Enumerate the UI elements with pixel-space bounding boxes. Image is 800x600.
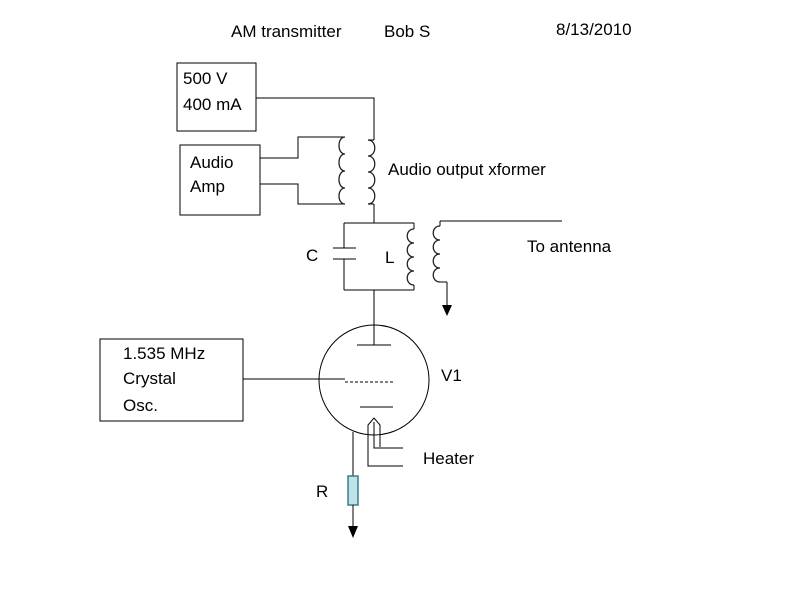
audio-amp-label-2: Amp xyxy=(190,177,225,196)
antenna-label: To antenna xyxy=(527,237,612,256)
resistor-label: R xyxy=(316,482,328,501)
xformer-primary-coil xyxy=(338,136,346,205)
tank-inductor xyxy=(406,223,415,290)
xformer-secondary-coil xyxy=(367,139,376,205)
audio-transformer xyxy=(338,136,376,205)
tube-heater-filament xyxy=(367,417,381,447)
oscillator-type: Crystal xyxy=(123,369,176,388)
tank-capacitor xyxy=(333,223,356,290)
oscillator-osc: Osc. xyxy=(123,396,158,415)
audio-amp-wire-bottom xyxy=(260,183,345,205)
inductor-label: L xyxy=(385,248,394,267)
supply-wire xyxy=(256,97,375,140)
audio-amp-label-1: Audio xyxy=(190,153,233,172)
tube-label: V1 xyxy=(441,366,462,385)
heater-lead-2 xyxy=(367,447,403,467)
author-label: Bob S xyxy=(384,22,430,41)
ground-arrow xyxy=(348,526,358,538)
diagram-title: AM transmitter xyxy=(231,22,342,41)
oscillator-box xyxy=(99,338,244,422)
audio-amp-wire-top xyxy=(260,136,345,159)
cathode-resistor xyxy=(347,475,359,506)
power-supply-current: 400 mA xyxy=(183,95,242,114)
antenna-coil xyxy=(432,220,562,316)
heater-lead-1 xyxy=(373,422,403,449)
heater-label: Heater xyxy=(423,449,474,468)
power-supply-box xyxy=(176,62,257,132)
power-supply-voltage: 500 V xyxy=(183,69,228,88)
xformer-label: Audio output xformer xyxy=(388,160,546,179)
oscillator-frequency: 1.535 MHz xyxy=(123,344,205,363)
date-label: 8/13/2010 xyxy=(556,20,632,39)
audio-amp-box xyxy=(179,144,261,216)
capacitor-label: C xyxy=(306,246,318,265)
